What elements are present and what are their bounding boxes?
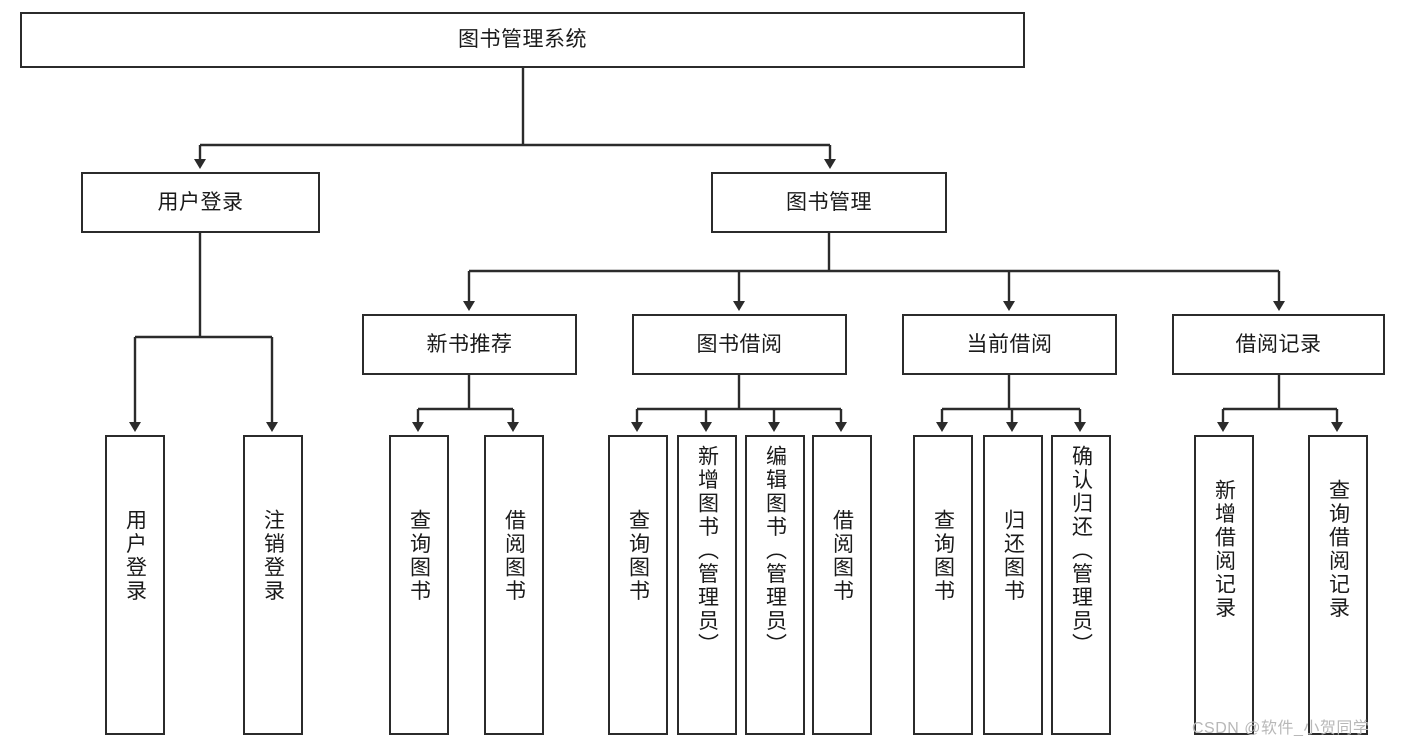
node-book-management[interactable]: 图书管理 [711, 172, 947, 233]
node-leaf-add-book-admin[interactable]: 新增图书（管理员） [677, 435, 737, 735]
node-user-login-label: 用户登录 [157, 190, 244, 214]
node-root[interactable]: 图书管理系统 [20, 12, 1025, 68]
node-leaf-borrow-book-recommend[interactable]: 借阅图书 [484, 435, 544, 735]
node-book-borrow-label: 图书借阅 [696, 332, 783, 356]
node-borrow-record-label: 借阅记录 [1235, 332, 1322, 356]
node-leaf-return-book[interactable]: 归还图书 [983, 435, 1043, 735]
node-leaf-query-book-current-label: 查询图书 [931, 509, 955, 603]
node-book-borrow[interactable]: 图书借阅 [632, 314, 847, 375]
node-borrow-record[interactable]: 借阅记录 [1172, 314, 1385, 375]
csdn-watermark: CSDN @软件_小贺同学 [1192, 720, 1370, 737]
node-leaf-return-book-label: 归还图书 [1001, 509, 1025, 603]
node-root-label: 图书管理系统 [458, 28, 587, 52]
node-leaf-borrow-book-label: 借阅图书 [830, 509, 854, 603]
node-leaf-logout[interactable]: 注销登录 [243, 435, 303, 735]
node-leaf-query-book-borrow[interactable]: 查询图书 [608, 435, 668, 735]
node-leaf-query-borrow-record-label: 查询借阅记录 [1326, 479, 1350, 620]
node-leaf-query-book-recommend[interactable]: 查询图书 [389, 435, 449, 735]
node-leaf-edit-book-admin[interactable]: 编辑图书（管理员） [745, 435, 805, 735]
node-leaf-logout-label: 注销登录 [261, 509, 285, 603]
node-new-book-recommend-label: 新书推荐 [426, 332, 513, 356]
node-leaf-query-book-recommend-label: 查询图书 [407, 509, 431, 603]
node-new-book-recommend[interactable]: 新书推荐 [362, 314, 577, 375]
node-leaf-borrow-book-recommend-label: 借阅图书 [502, 509, 526, 603]
node-leaf-edit-book-admin-label: 编辑图书（管理员） [763, 445, 787, 657]
node-leaf-query-book-borrow-label: 查询图书 [626, 509, 650, 603]
node-leaf-query-book-current[interactable]: 查询图书 [913, 435, 973, 735]
node-leaf-borrow-book[interactable]: 借阅图书 [812, 435, 872, 735]
node-leaf-confirm-return-admin-label: 确认归还（管理员） [1069, 445, 1093, 657]
node-leaf-user-login-label: 用户登录 [123, 509, 147, 603]
node-leaf-query-borrow-record[interactable]: 查询借阅记录 [1308, 435, 1368, 735]
node-leaf-add-borrow-record-label: 新增借阅记录 [1212, 479, 1236, 620]
node-current-borrow-label: 当前借阅 [966, 332, 1053, 356]
node-user-login[interactable]: 用户登录 [81, 172, 320, 233]
node-book-management-label: 图书管理 [786, 190, 872, 214]
node-leaf-user-login[interactable]: 用户登录 [105, 435, 165, 735]
node-leaf-add-book-admin-label: 新增图书（管理员） [695, 445, 719, 657]
node-leaf-add-borrow-record[interactable]: 新增借阅记录 [1194, 435, 1254, 735]
node-leaf-confirm-return-admin[interactable]: 确认归还（管理员） [1051, 435, 1111, 735]
node-current-borrow[interactable]: 当前借阅 [902, 314, 1117, 375]
